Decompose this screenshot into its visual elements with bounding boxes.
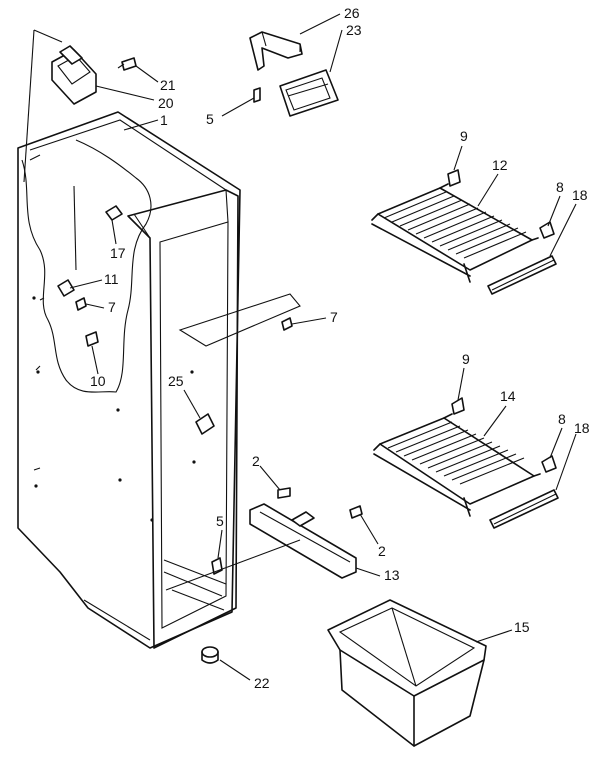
callout-9: 9 (462, 351, 470, 367)
wire-shelf-part (373, 413, 541, 517)
callout-labels: 26 23 21 20 1 5 9 12 8 18 17 11 7 7 10 2… (90, 5, 590, 691)
guide-line (165, 539, 301, 591)
screw-part (349, 505, 363, 519)
bin-part (327, 599, 487, 747)
guide-line (33, 29, 63, 43)
foot-part (201, 646, 219, 664)
guide-line (73, 185, 77, 271)
callout-17: 17 (110, 245, 126, 261)
shelf-trim-part (487, 255, 557, 295)
clip-part (85, 331, 99, 347)
callout-12: 12 (492, 157, 508, 173)
callout-18: 18 (572, 187, 588, 203)
callout-2: 2 (378, 543, 386, 559)
wire-shelf-part (371, 183, 539, 283)
shelf-support-bracket-part (249, 503, 357, 579)
callout-22: 22 (254, 675, 270, 691)
callout-8: 8 (558, 411, 566, 427)
callout-18: 18 (574, 420, 590, 436)
screw-part (117, 57, 137, 71)
freezer-liner-part (17, 111, 241, 649)
callout-1: 1 (160, 112, 168, 128)
callout-15: 15 (514, 619, 530, 635)
callout-9: 9 (460, 128, 468, 144)
callout-7: 7 (330, 309, 338, 325)
callout-21: 21 (160, 77, 176, 93)
callout-20: 20 (158, 95, 174, 111)
callout-10: 10 (90, 373, 106, 389)
guide-line (23, 29, 35, 183)
screw-part (277, 487, 291, 499)
clip-part (57, 279, 75, 297)
callout-8: 8 (556, 179, 564, 195)
bracket-part (249, 31, 303, 71)
clip-part (281, 317, 293, 331)
clip-part (75, 297, 87, 311)
callout-11: 11 (104, 271, 119, 287)
shelf-support-part (195, 413, 215, 435)
callout-26: 26 (344, 5, 360, 21)
shelf-clip-part (541, 455, 557, 473)
shelf-clip-part (539, 221, 555, 239)
callout-2: 2 (252, 453, 260, 469)
shelf-clip-part (451, 397, 465, 415)
clip-part (105, 205, 123, 221)
shelf-clip-part (447, 169, 461, 187)
screw-part (253, 87, 261, 103)
callout-14: 14 (500, 388, 516, 404)
hinge-part (51, 45, 97, 105)
callout-5: 5 (206, 111, 214, 127)
callout-7: 7 (108, 299, 116, 315)
callout-5: 5 (216, 513, 224, 529)
callout-25: 25 (168, 373, 184, 389)
callout-13: 13 (384, 567, 400, 583)
leader-lines (69, 13, 577, 681)
screw-part (211, 557, 223, 575)
guide-line (178, 293, 301, 347)
shelf-trim-part (489, 489, 559, 529)
callout-23: 23 (346, 22, 362, 38)
light-shield-part (279, 69, 339, 117)
